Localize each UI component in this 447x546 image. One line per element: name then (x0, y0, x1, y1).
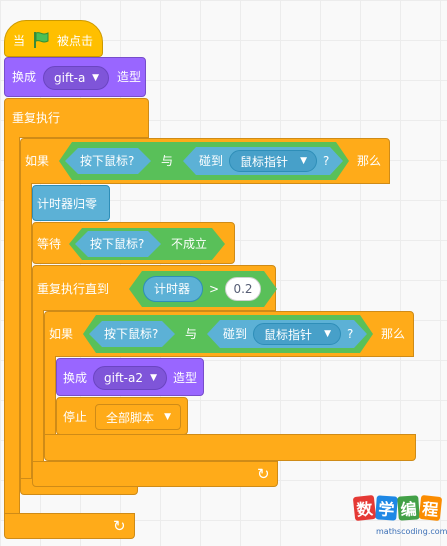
loop-arrow-icon: ↻ (113, 517, 126, 535)
forever-block-bottom[interactable]: ↻ (4, 513, 135, 539)
loop-arrow-icon: ↻ (257, 465, 270, 483)
stop-label: 停止 (63, 410, 88, 424)
if-block-bottom (44, 434, 416, 461)
greater-than-label: > (209, 282, 220, 296)
if-label: 如果 (25, 154, 50, 168)
mouse-down-label: 按下鼠标? (104, 327, 159, 341)
and-operator[interactable]: 按下鼠标? 与 碰到 鼠标指针 ▼ ? (59, 142, 349, 180)
touching-target-dropdown[interactable]: 鼠标指针 ▼ (253, 323, 341, 345)
if-block-arm (44, 356, 56, 435)
touching-label: 碰到 (199, 154, 224, 168)
reset-timer-block[interactable]: 计时器归零 (32, 185, 110, 221)
switch-label: 换成 (63, 371, 88, 385)
if-block-arm (20, 183, 32, 479)
and-label: 与 (185, 327, 198, 341)
forever-block-top[interactable]: 重复执行 (4, 98, 149, 138)
mouse-down-reporter[interactable]: 按下鼠标? (65, 148, 151, 174)
touching-label: 碰到 (223, 327, 248, 341)
not-label: 不成立 (171, 237, 208, 251)
stop-option-dropdown[interactable]: 全部脚本 ▼ (95, 404, 181, 430)
repeat-until-arm (32, 310, 44, 462)
costume-value: gift-a (54, 71, 86, 85)
if-block-top[interactable]: 如果 按下鼠标? 与 碰到 鼠标指针 ▼ ? 那么 (20, 138, 390, 184)
switch-label: 换成 (12, 70, 37, 84)
greater-than-operator[interactable]: 计时器 > 0.2 (129, 271, 277, 307)
touching-target-value: 鼠标指针 (240, 154, 289, 169)
wait-label: 等待 (37, 237, 62, 251)
dropdown-arrow-icon: ▼ (300, 156, 307, 166)
costume-suffix: 造型 (173, 371, 198, 385)
costume-suffix: 造型 (117, 70, 142, 84)
touching-reporter[interactable]: 碰到 鼠标指针 ▼ ? (183, 147, 343, 175)
switch-costume-block[interactable]: 换成 gift-a ▼ 造型 (4, 57, 146, 97)
reset-timer-label: 计时器归零 (37, 197, 98, 211)
stop-option-value: 全部脚本 (106, 410, 155, 425)
forever-label: 重复执行 (12, 111, 61, 125)
question-label: ? (347, 327, 354, 341)
dropdown-arrow-icon: ▼ (92, 73, 99, 83)
mouse-down-reporter[interactable]: 按下鼠标? (89, 321, 175, 347)
if-block-top[interactable]: 如果 按下鼠标? 与 碰到 鼠标指针 ▼ ? 那么 (44, 311, 414, 357)
switch-costume-block[interactable]: 换成 gift-a2 ▼ 造型 (56, 358, 204, 396)
repeat-until-block-bottom[interactable]: ↻ (32, 461, 278, 487)
watermark-title: 数 学 编 程 (352, 494, 444, 524)
and-label: 与 (161, 154, 174, 168)
then-label: 那么 (357, 154, 382, 168)
when-flag-clicked-block[interactable]: 当 被点击 (4, 20, 103, 57)
clicked-label: 被点击 (57, 34, 94, 48)
wait-until-block[interactable]: 等待 按下鼠标? 不成立 (32, 222, 235, 264)
timer-label: 计时器 (154, 282, 191, 296)
when-label: 当 (13, 34, 26, 48)
touching-reporter[interactable]: 碰到 鼠标指针 ▼ ? (207, 320, 367, 348)
question-label: ? (323, 154, 330, 168)
watermark-url: mathscoding.com (376, 527, 447, 536)
forever-block-arm (4, 137, 20, 514)
costume-dropdown[interactable]: gift-a ▼ (43, 66, 109, 90)
then-label: 那么 (381, 327, 406, 341)
compare-value: 0.2 (233, 282, 253, 296)
mouse-down-label: 按下鼠标? (80, 154, 135, 168)
touching-target-dropdown[interactable]: 鼠标指针 ▼ (229, 150, 317, 172)
timer-reporter[interactable]: 计时器 (143, 276, 203, 302)
costume-dropdown[interactable]: gift-a2 ▼ (93, 366, 167, 390)
watermark-logo: 数 学 编 程 mathscoding.com (352, 494, 447, 542)
dropdown-arrow-icon: ▼ (150, 373, 157, 383)
stop-block[interactable]: 停止 全部脚本 ▼ (56, 397, 188, 435)
costume-value: gift-a2 (104, 371, 143, 385)
repeat-until-block-top[interactable]: 重复执行直到 计时器 > 0.2 (32, 265, 276, 311)
not-operator[interactable]: 按下鼠标? 不成立 (69, 228, 225, 260)
green-flag-icon (31, 30, 51, 54)
touching-target-value: 鼠标指针 (264, 327, 313, 342)
compare-value-input[interactable]: 0.2 (225, 277, 261, 301)
and-operator[interactable]: 按下鼠标? 与 碰到 鼠标指针 ▼ ? (83, 315, 373, 353)
dropdown-arrow-icon: ▼ (164, 412, 171, 422)
repeat-until-label: 重复执行直到 (37, 282, 110, 296)
mouse-down-label: 按下鼠标? (90, 237, 145, 251)
mouse-down-reporter[interactable]: 按下鼠标? (75, 231, 161, 257)
dropdown-arrow-icon: ▼ (324, 329, 331, 339)
if-label: 如果 (49, 327, 74, 341)
